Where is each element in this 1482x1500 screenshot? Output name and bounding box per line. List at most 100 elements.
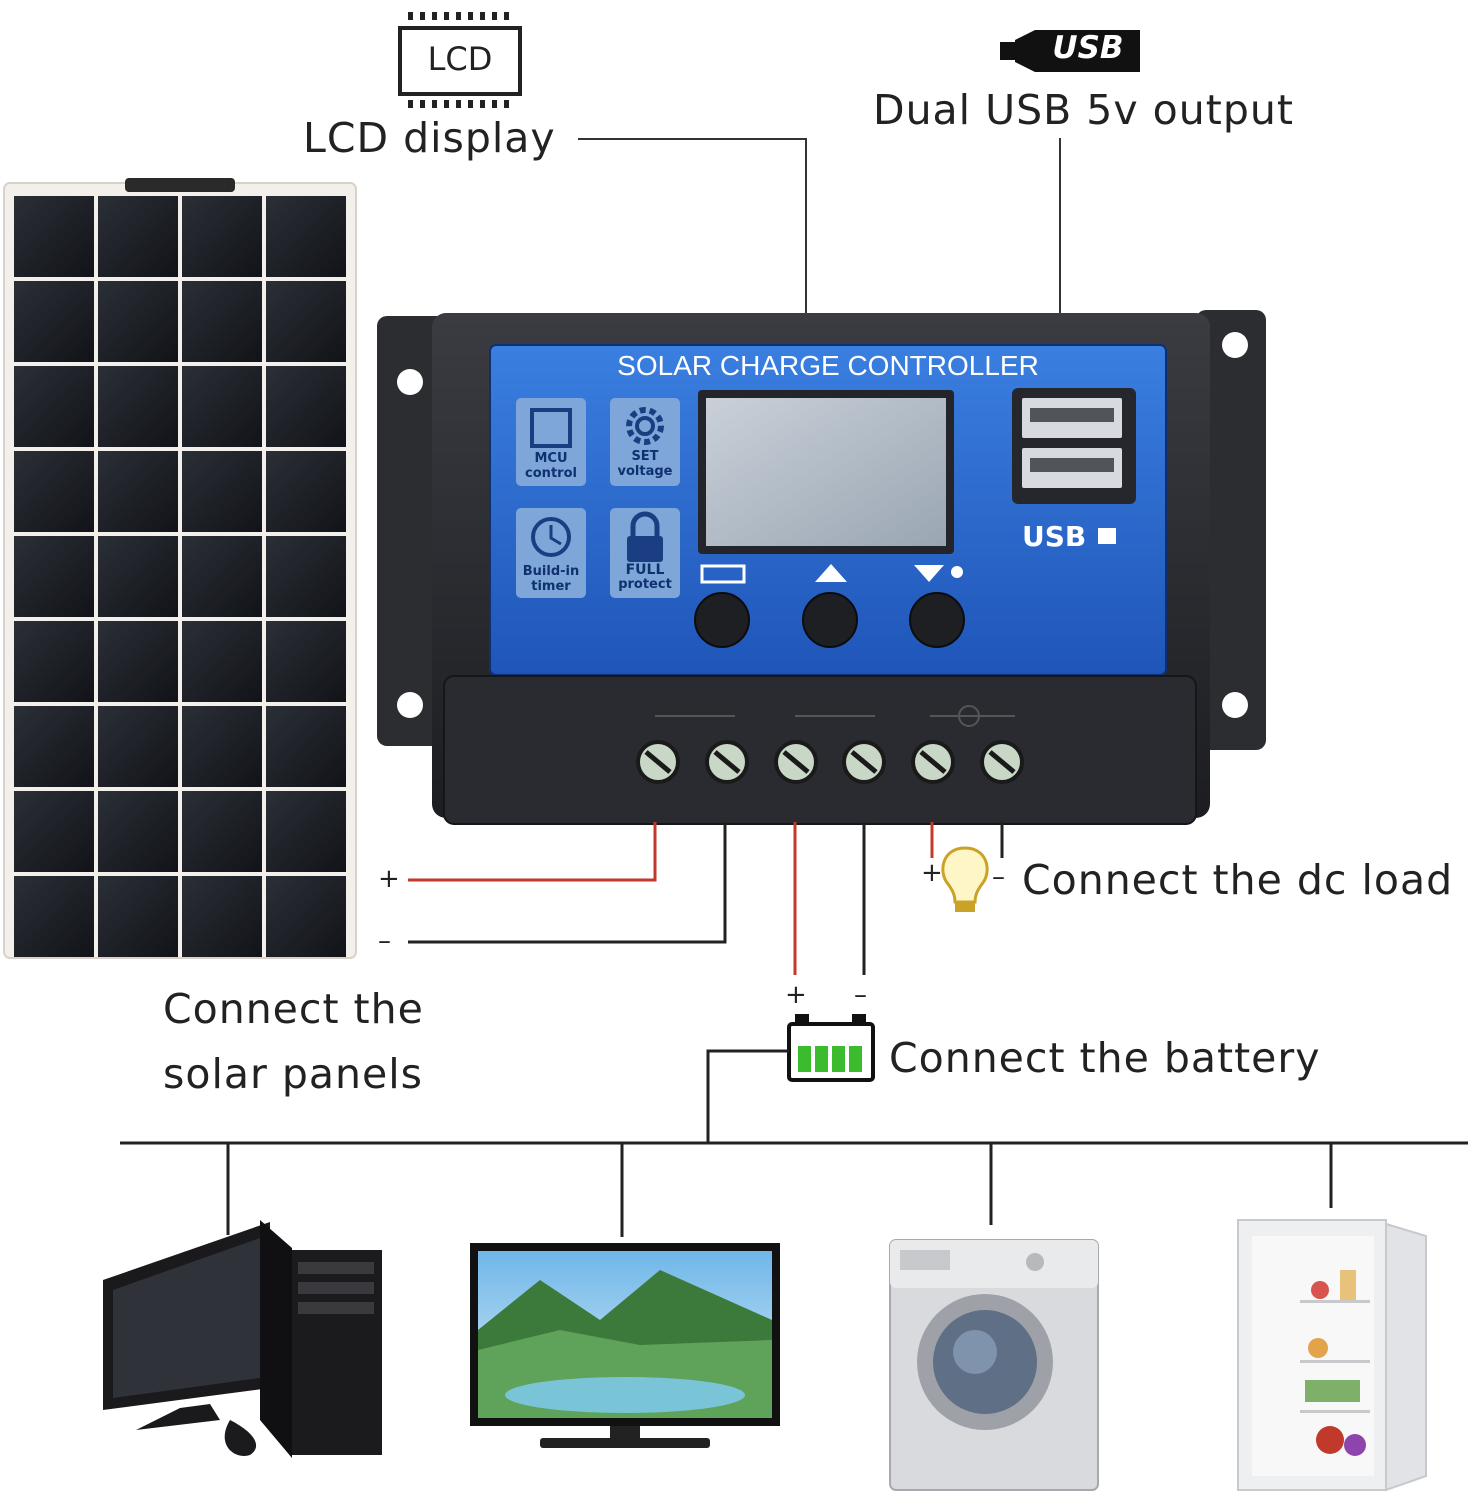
solar-cell <box>182 706 262 787</box>
solar-cell <box>266 196 346 277</box>
usb-ports <box>1012 388 1136 504</box>
solar-cell <box>182 536 262 617</box>
screw-slot <box>850 750 878 774</box>
lcd-chip-icon <box>398 12 522 108</box>
solar-cell <box>182 196 262 277</box>
chip-pin <box>504 12 509 20</box>
dual-usb-callout: Dual USB 5v output <box>873 86 1294 134</box>
up-button[interactable] <box>802 592 858 648</box>
solar-cell <box>98 196 178 277</box>
chip-pin <box>432 12 437 20</box>
dc-load-callout: Connect the dc load <box>1022 856 1454 904</box>
solar-cell <box>14 536 94 617</box>
solar-cell <box>182 876 262 957</box>
chip-pin <box>492 12 497 20</box>
chip-pin <box>420 100 425 108</box>
chip-pin <box>444 12 449 20</box>
solar-cell <box>182 451 262 532</box>
solar-cell <box>98 876 178 957</box>
solar-cell <box>14 196 94 277</box>
load-plus-sign: + <box>921 858 943 888</box>
charge-controller <box>377 310 1266 825</box>
battery-callout: Connect the battery <box>889 1034 1321 1082</box>
chip-pin <box>468 12 473 20</box>
chip-pin <box>492 100 497 108</box>
battery-icon <box>787 1014 875 1082</box>
chip-pin <box>504 100 509 108</box>
solar-cell <box>266 366 346 447</box>
terminal-block <box>443 675 1197 825</box>
solar-cell <box>98 451 178 532</box>
solar-cell <box>14 706 94 787</box>
solar-cell <box>266 706 346 787</box>
solar-cell <box>98 706 178 787</box>
lcd-chip-label: LCD <box>427 40 493 78</box>
solar-negative-wire <box>408 822 727 944</box>
chip-icon <box>530 408 572 448</box>
solar-cell <box>266 876 346 957</box>
solar-cell <box>14 621 94 702</box>
down-button[interactable] <box>909 592 965 648</box>
chip-pin <box>468 100 473 108</box>
screw-slot <box>988 750 1016 774</box>
chip-pin <box>432 100 437 108</box>
chip-pin <box>480 12 485 20</box>
solar-cell <box>98 536 178 617</box>
usb-face-plug-icon <box>1098 528 1116 544</box>
solar-callout-line1: Connect the <box>163 985 424 1033</box>
solar-cell <box>98 281 178 362</box>
washing-machine-icon <box>889 1239 1099 1491</box>
lcd-display-callout: LCD display <box>303 114 556 162</box>
lock-icon <box>627 511 663 562</box>
solar-cell <box>14 791 94 872</box>
timer-label-line2: timer <box>531 579 571 594</box>
clock-icon <box>531 517 571 557</box>
desktop-computer-icon <box>103 1220 382 1458</box>
screw-slot <box>644 750 672 774</box>
controller-title: SOLAR CHARGE CONTROLLER <box>617 350 1039 381</box>
protect-label-line1: FULL <box>625 562 665 578</box>
load-minus-sign: – <box>992 862 1005 892</box>
refrigerator-icon <box>1237 1219 1427 1492</box>
chip-pin <box>456 12 461 20</box>
chip-pin <box>420 12 425 20</box>
solar-cell <box>14 876 94 957</box>
set-label-line2: voltage <box>617 464 673 479</box>
solar-cell <box>14 281 94 362</box>
terminal-markings <box>655 705 1015 727</box>
solar-cell <box>266 621 346 702</box>
controller-usb-label: USB <box>1022 520 1087 553</box>
gear-icon <box>626 407 664 445</box>
solar-positive-wire <box>408 822 657 882</box>
solar-cell <box>266 451 346 532</box>
solar-cell <box>14 451 94 532</box>
battery-plus-sign: + <box>785 980 807 1010</box>
solar-minus-sign: – <box>378 926 391 956</box>
solar-cell <box>98 791 178 872</box>
menu-button[interactable] <box>694 592 750 648</box>
solar-cell <box>266 536 346 617</box>
wires <box>408 822 1004 975</box>
chip-pin <box>408 12 413 20</box>
leader-lines <box>578 138 1061 318</box>
chip-pin <box>444 100 449 108</box>
solar-panel <box>3 178 357 959</box>
solar-cell <box>182 791 262 872</box>
solar-cell <box>182 621 262 702</box>
solar-callout-line2: solar panels <box>163 1050 423 1098</box>
chip-pin <box>480 100 485 108</box>
timer-label-line1: Build-in <box>522 564 580 579</box>
screw-slot <box>713 750 741 774</box>
up-button-glyph <box>815 564 847 582</box>
solar-cell <box>266 281 346 362</box>
screw-slot <box>919 750 947 774</box>
mcu-label-line1: MCU <box>534 451 568 466</box>
solar-cell <box>14 366 94 447</box>
chip-pin <box>408 100 413 108</box>
menu-button-glyph <box>700 564 746 584</box>
solar-cell <box>98 621 178 702</box>
bulb-icon <box>941 846 989 912</box>
mcu-label-line2: control <box>525 466 577 481</box>
